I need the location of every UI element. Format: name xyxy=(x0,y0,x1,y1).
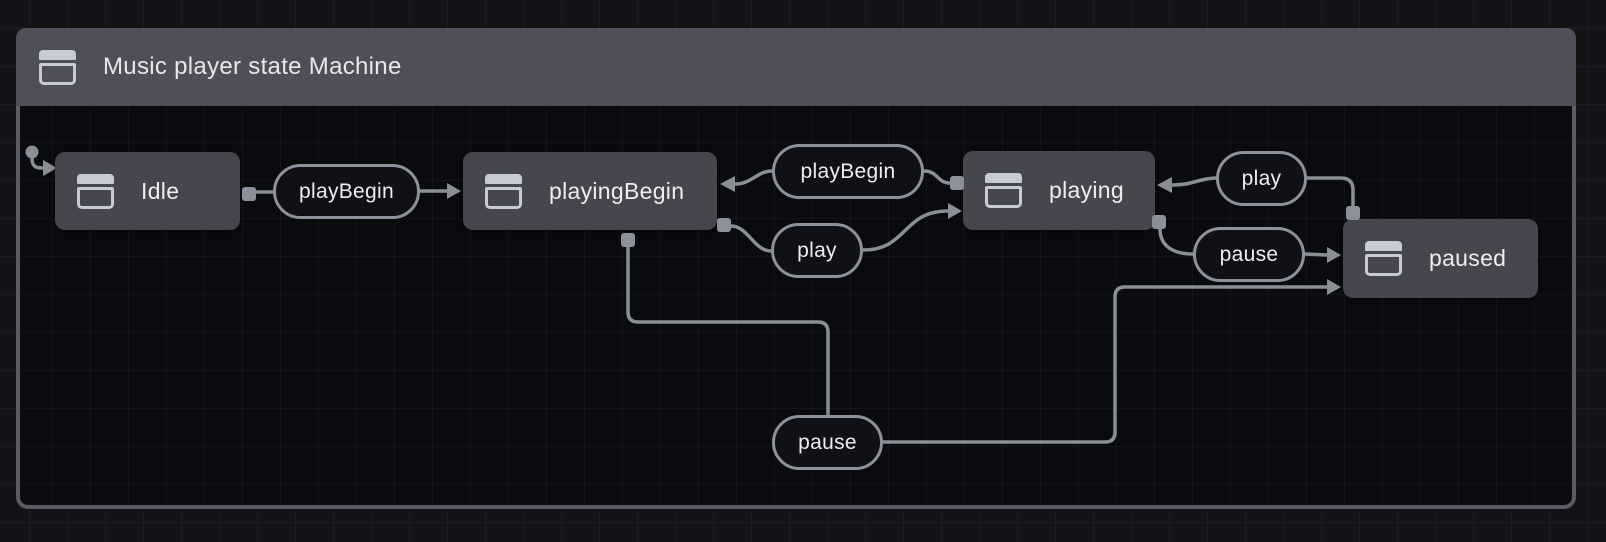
state-label: playing xyxy=(1049,177,1124,203)
transition-label-playbegin-idle[interactable]: playBegin xyxy=(273,164,420,219)
window-icon-titlebar xyxy=(39,49,76,60)
state-node-playing[interactable]: playing xyxy=(963,151,1155,230)
state-window-icon xyxy=(485,173,522,209)
transition-label-pause-playing[interactable]: pause xyxy=(1193,227,1305,282)
transition-event: playBegin xyxy=(299,179,394,203)
edge-playingbegin-to-paused[interactable] xyxy=(626,245,1341,444)
state-node-paused[interactable]: paused xyxy=(1343,219,1538,298)
window-icon-body xyxy=(39,62,76,85)
state-label: Idle xyxy=(141,177,180,204)
source-handle-idle[interactable] xyxy=(242,187,256,201)
state-window-icon xyxy=(77,173,114,209)
source-handle-playingbegin-bottom[interactable] xyxy=(621,233,635,247)
window-icon-titlebar xyxy=(485,173,522,184)
source-handle-paused-top[interactable] xyxy=(1346,206,1360,220)
window-icon-body xyxy=(77,186,114,209)
transition-label-playbegin-playing[interactable]: playBegin xyxy=(772,144,924,199)
state-node-playingbegin[interactable]: playingBegin xyxy=(463,152,717,230)
transition-event: play xyxy=(1241,166,1282,190)
window-icon-body xyxy=(985,186,1022,208)
source-handle-playing-right[interactable] xyxy=(1152,215,1166,229)
window-icon-titlebar xyxy=(1365,241,1402,251)
machine-window-icon xyxy=(39,49,76,85)
transition-event: play xyxy=(797,238,837,262)
state-window-icon xyxy=(985,173,1022,208)
edge-idle-to-playingbegin[interactable] xyxy=(254,183,461,199)
edge-playing-to-playingbegin[interactable] xyxy=(720,169,952,192)
state-label: paused xyxy=(1429,245,1507,271)
transition-label-play-paused[interactable]: play xyxy=(1216,151,1307,206)
edge-playingbegin-to-playing[interactable] xyxy=(729,203,962,253)
window-icon-body xyxy=(485,186,522,209)
transition-event: pause xyxy=(798,430,857,454)
edge-playing-to-paused[interactable] xyxy=(1158,227,1341,263)
transition-event: playBegin xyxy=(800,159,896,183)
machine-title: Music player state Machine xyxy=(103,53,402,80)
window-icon-body xyxy=(1365,254,1402,276)
transition-label-play-playingbegin[interactable]: play xyxy=(771,223,863,278)
window-icon-titlebar xyxy=(985,173,1022,183)
edge-paused-to-playing[interactable] xyxy=(1157,176,1355,208)
initial-transition-marker[interactable] xyxy=(25,145,58,177)
state-label: playingBegin xyxy=(549,177,685,204)
transition-label-pause-playingbegin[interactable]: pause xyxy=(772,415,883,470)
transition-event: pause xyxy=(1219,242,1279,266)
window-icon-titlebar xyxy=(77,173,114,184)
state-node-idle[interactable]: Idle xyxy=(55,152,240,230)
source-handle-playing-left[interactable] xyxy=(950,176,964,190)
machine-header[interactable]: Music player state Machine xyxy=(16,28,1576,106)
state-window-icon xyxy=(1365,241,1402,276)
source-handle-playingbegin-right[interactable] xyxy=(717,218,731,232)
